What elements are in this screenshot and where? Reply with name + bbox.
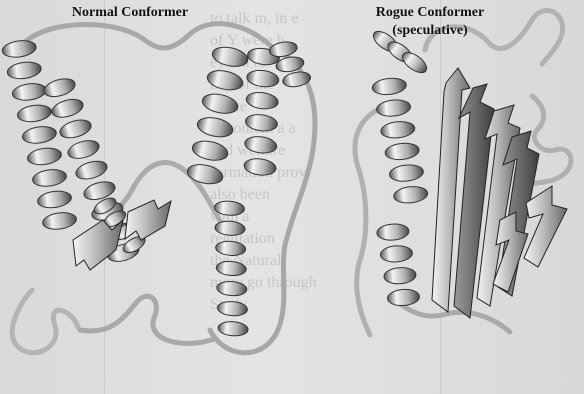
rogue-conformer-structure: [355, 11, 571, 335]
normal-helix-3: [186, 44, 250, 186]
normal-sheet-left: [73, 220, 123, 270]
normal-sheet-center: [125, 200, 171, 240]
rogue-coil-left: [355, 110, 377, 335]
normal-coil-bottom: [80, 296, 214, 343]
rogue-coil-bottom: [395, 300, 510, 332]
rogue-conformer-label: Rogue Conformer (speculative): [370, 5, 490, 39]
rogue-conformer-subtitle: (speculative): [370, 23, 490, 39]
rogue-helix-left: [372, 76, 429, 206]
normal-helix-5: [206, 200, 257, 337]
normal-coil-top: [25, 24, 273, 48]
normal-coil-left-loop: [12, 290, 78, 353]
normal-conformer-structure: [1, 24, 315, 353]
rogue-conformer-title: Rogue Conformer: [376, 5, 484, 20]
normal-conformer-label: Normal Conformer: [55, 5, 205, 21]
rogue-helix-bottom: [376, 223, 420, 307]
